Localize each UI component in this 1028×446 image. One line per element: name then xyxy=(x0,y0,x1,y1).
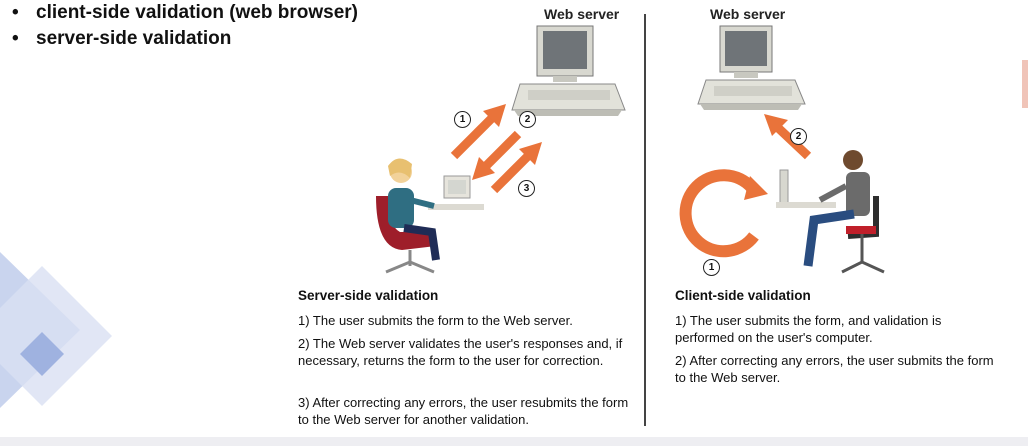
slide-bottom-strip xyxy=(0,437,1028,446)
bullet-item: • server-side validation xyxy=(12,26,358,52)
bullet-dot: • xyxy=(12,28,19,49)
arrow-resubmit-icon xyxy=(490,142,542,194)
left-server-computer-icon xyxy=(511,25,626,116)
slide-edge-accent xyxy=(1022,60,1028,108)
right-server-label: Web server xyxy=(710,6,786,22)
deco-diamond-large xyxy=(0,266,112,406)
server-side-step: 2) The Web server validates the user's r… xyxy=(298,336,623,368)
arrow-submit-icon xyxy=(450,104,506,160)
left-user-at-computer-icon xyxy=(376,158,484,274)
bullet-list: • client-side validation (web browser) • s… xyxy=(12,0,358,52)
client-side-title: Client-side validation xyxy=(675,288,811,303)
server-side-step: 1) The user submits the form to the Web … xyxy=(298,313,573,328)
step-marker: 2 xyxy=(790,128,807,145)
step-marker: 1 xyxy=(703,259,720,276)
bullet-item: • client-side validation (web browser) xyxy=(12,0,358,26)
left-server-label: Web server xyxy=(544,6,620,22)
arrow-return-icon xyxy=(472,130,522,180)
right-server-computer-icon xyxy=(697,25,806,110)
client-side-step: 1) The user submits the form, and valida… xyxy=(675,313,942,345)
server-side-title: Server-side validation xyxy=(298,288,439,303)
bullet-dot: • xyxy=(12,2,19,23)
step-marker: 2 xyxy=(519,111,536,128)
panel-divider xyxy=(644,14,646,426)
left-arrows xyxy=(450,104,542,194)
step-marker: 1 xyxy=(454,111,471,128)
client-side-step: 2) After correcting any errors, the user… xyxy=(675,353,994,385)
bullet-text: client-side validation (web browser) xyxy=(36,2,359,23)
bullet-text: server-side validation xyxy=(36,28,232,49)
deco-diamond-small xyxy=(20,332,64,376)
server-side-step: 3) After correcting any errors, the user… xyxy=(298,395,629,427)
right-user-at-computer-icon xyxy=(776,150,885,274)
step-marker: 3 xyxy=(518,180,535,197)
circular-arrow-icon xyxy=(679,169,768,258)
